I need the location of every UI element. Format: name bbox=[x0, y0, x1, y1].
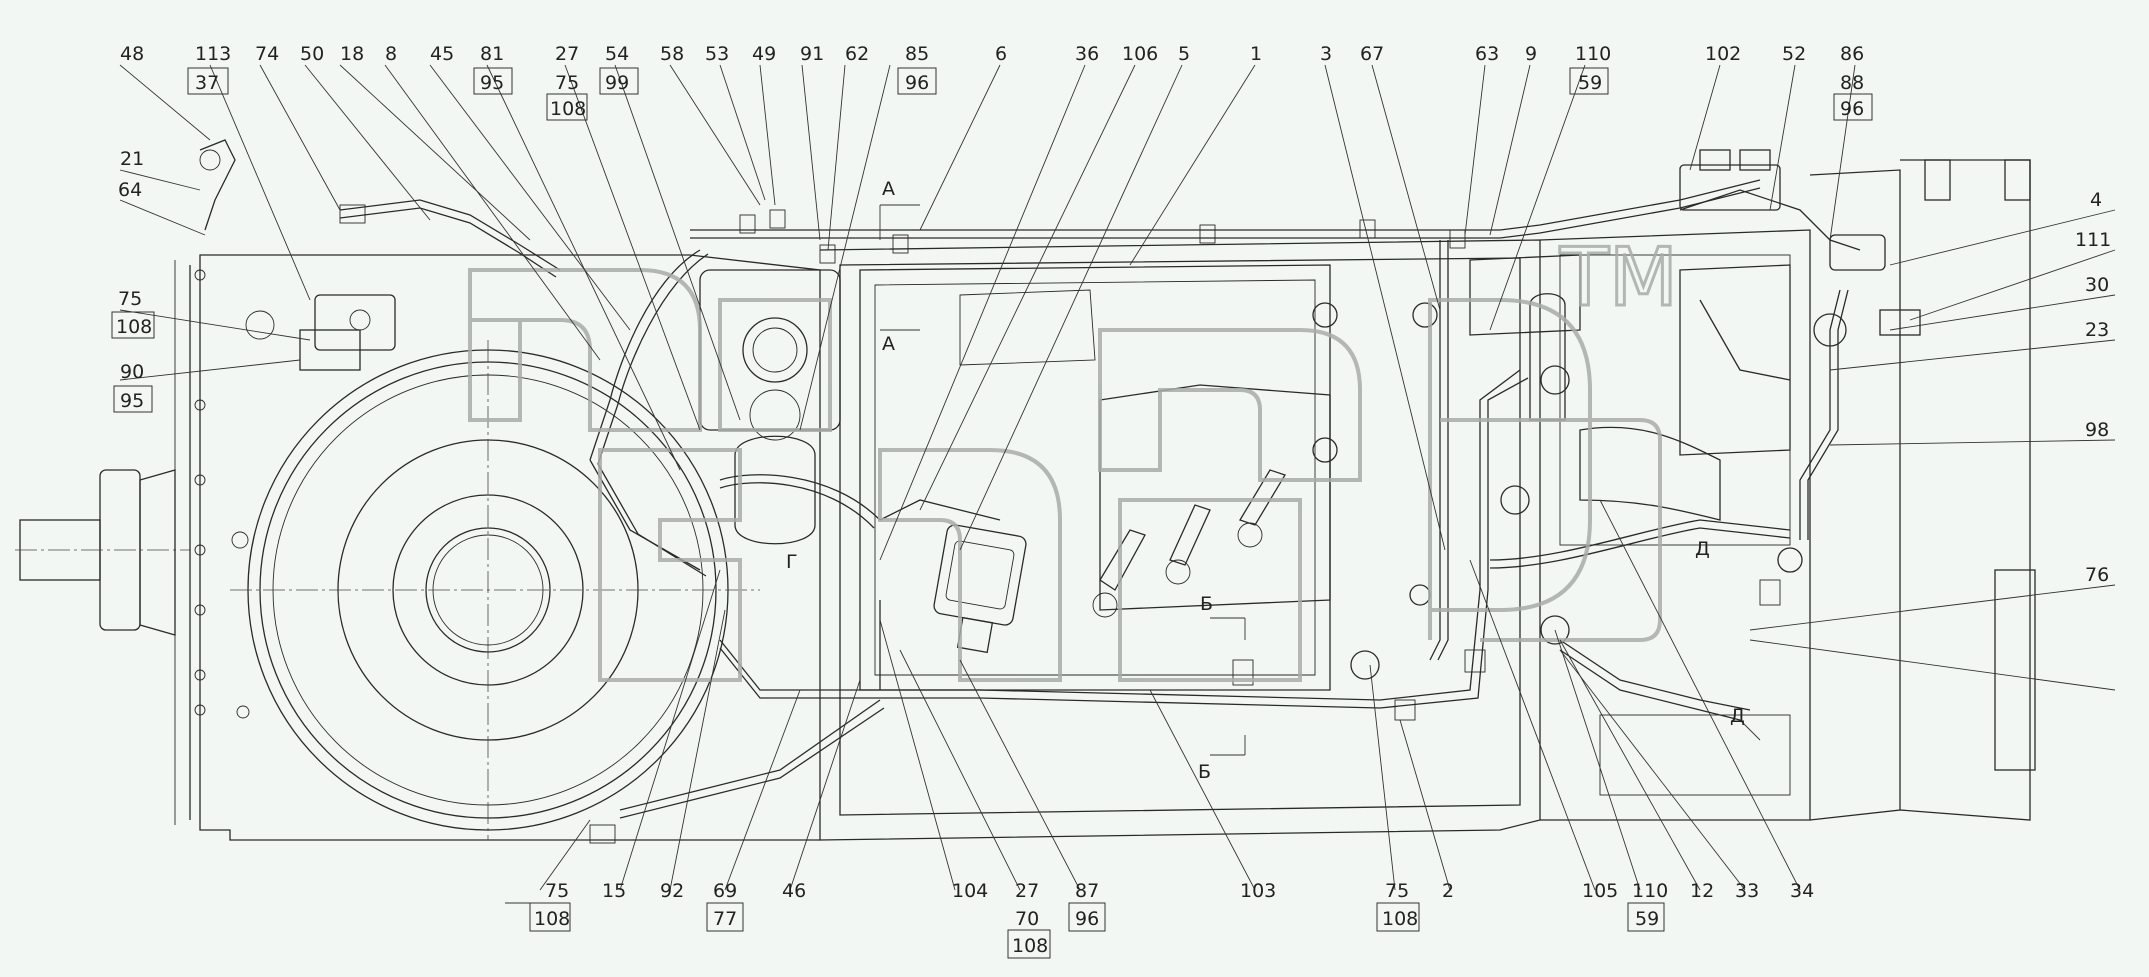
callout-36: 36 bbox=[1075, 43, 1099, 65]
callout-18: 18 bbox=[340, 43, 364, 65]
callout-74: 74 bbox=[255, 43, 279, 65]
callout-5: 5 bbox=[1178, 43, 1190, 65]
callout-34: 34 bbox=[1790, 880, 1814, 902]
callout-75: 75 bbox=[555, 72, 579, 94]
callout-75-bottom-2: 75 bbox=[1385, 880, 1409, 902]
callout-110: 110 bbox=[1575, 43, 1611, 65]
callout-3: 3 bbox=[1320, 43, 1332, 65]
callout-96: 96 bbox=[905, 72, 929, 94]
callout-106: 106 bbox=[1122, 43, 1158, 65]
callout-59: 59 bbox=[1578, 72, 1602, 94]
section-mark-d-bottom: Д bbox=[1730, 705, 1745, 727]
callout-103: 103 bbox=[1240, 880, 1276, 902]
callout-59-bottom: 59 bbox=[1635, 908, 1659, 930]
callout-91: 91 bbox=[800, 43, 824, 65]
pipelines bbox=[339, 179, 1861, 819]
callout-15: 15 bbox=[602, 880, 626, 902]
callout-87: 87 bbox=[1075, 880, 1099, 902]
callout-37: 37 bbox=[195, 72, 219, 94]
callout-113: 113 bbox=[195, 43, 231, 65]
callout-64: 64 bbox=[118, 179, 142, 201]
callout-70: 70 bbox=[1015, 908, 1039, 930]
section-mark-a-top: А bbox=[882, 178, 895, 200]
callout-69: 69 bbox=[713, 880, 737, 902]
callout-4: 4 bbox=[2090, 189, 2102, 211]
section-mark-d-top: Д bbox=[1695, 538, 1710, 560]
callout-46: 46 bbox=[782, 880, 806, 902]
callout-54: 54 bbox=[605, 43, 629, 65]
callout-52: 52 bbox=[1782, 43, 1806, 65]
watermark-trademark: TM bbox=[1559, 231, 1678, 324]
callout-108-left: 108 bbox=[116, 316, 152, 338]
callout-6: 6 bbox=[995, 43, 1007, 65]
callout-53: 53 bbox=[705, 43, 729, 65]
callout-75-left: 75 bbox=[118, 288, 142, 310]
callout-27: 27 bbox=[555, 43, 579, 65]
callout-95-left: 95 bbox=[120, 390, 144, 412]
callout-75-bottom: 75 bbox=[545, 880, 569, 902]
callout-86: 86 bbox=[1840, 43, 1864, 65]
callout-111: 111 bbox=[2075, 229, 2111, 251]
callout-81: 81 bbox=[480, 43, 504, 65]
callout-99: 99 bbox=[605, 72, 629, 94]
callout-104: 104 bbox=[952, 880, 988, 902]
callout-96-bottom: 96 bbox=[1075, 908, 1099, 930]
callout-27-bottom: 27 bbox=[1015, 880, 1039, 902]
components bbox=[199, 139, 1921, 844]
callout-labels: 48 113 37 74 50 18 8 45 81 95 27 75 108 … bbox=[111, 43, 2111, 959]
callout-21: 21 bbox=[120, 148, 144, 170]
hydraulic-pump bbox=[933, 524, 1027, 654]
section-mark-a-bottom: А bbox=[882, 333, 895, 355]
callout-108-bottom: 108 bbox=[534, 908, 570, 930]
callout-49: 49 bbox=[752, 43, 776, 65]
callout-77: 77 bbox=[713, 908, 737, 930]
callout-85: 85 bbox=[905, 43, 929, 65]
gearbox-housing bbox=[15, 159, 2036, 841]
callout-62: 62 bbox=[845, 43, 869, 65]
callout-8: 8 bbox=[385, 43, 397, 65]
callout-63: 63 bbox=[1475, 43, 1499, 65]
callout-98: 98 bbox=[2085, 419, 2109, 441]
leader-lines bbox=[119, 64, 2116, 891]
callout-50: 50 bbox=[300, 43, 324, 65]
section-marks: А А Б Б Г Д Д bbox=[786, 178, 1761, 783]
callout-1: 1 bbox=[1250, 43, 1262, 65]
callout-108-bottom-3: 108 bbox=[1382, 908, 1418, 930]
callout-23: 23 bbox=[2085, 319, 2109, 341]
callout-96-right: 96 bbox=[1840, 98, 1864, 120]
callout-9: 9 bbox=[1525, 43, 1537, 65]
callout-2: 2 bbox=[1442, 880, 1454, 902]
callout-105: 105 bbox=[1582, 880, 1618, 902]
section-mark-b-bottom: Б bbox=[1198, 761, 1211, 783]
callout-90: 90 bbox=[120, 361, 144, 383]
callout-58: 58 bbox=[660, 43, 684, 65]
callout-45: 45 bbox=[430, 43, 454, 65]
callout-48: 48 bbox=[120, 43, 144, 65]
solenoid-valve-block bbox=[199, 139, 396, 371]
callout-33: 33 bbox=[1735, 880, 1759, 902]
callout-30: 30 bbox=[2085, 274, 2109, 296]
callout-76: 76 bbox=[2085, 564, 2109, 586]
callout-110-bottom: 110 bbox=[1632, 880, 1668, 902]
callout-108: 108 bbox=[550, 98, 586, 120]
callout-12: 12 bbox=[1690, 880, 1714, 902]
callout-102: 102 bbox=[1705, 43, 1741, 65]
section-mark-g: Г bbox=[786, 551, 798, 573]
section-mark-b-top: Б bbox=[1200, 593, 1213, 615]
rear-valve-block bbox=[1679, 149, 1921, 336]
callout-67: 67 bbox=[1360, 43, 1384, 65]
callout-95: 95 bbox=[480, 72, 504, 94]
callout-108-bottom-2: 108 bbox=[1012, 935, 1048, 957]
callout-88: 88 bbox=[1840, 72, 1864, 94]
callout-92: 92 bbox=[660, 880, 684, 902]
